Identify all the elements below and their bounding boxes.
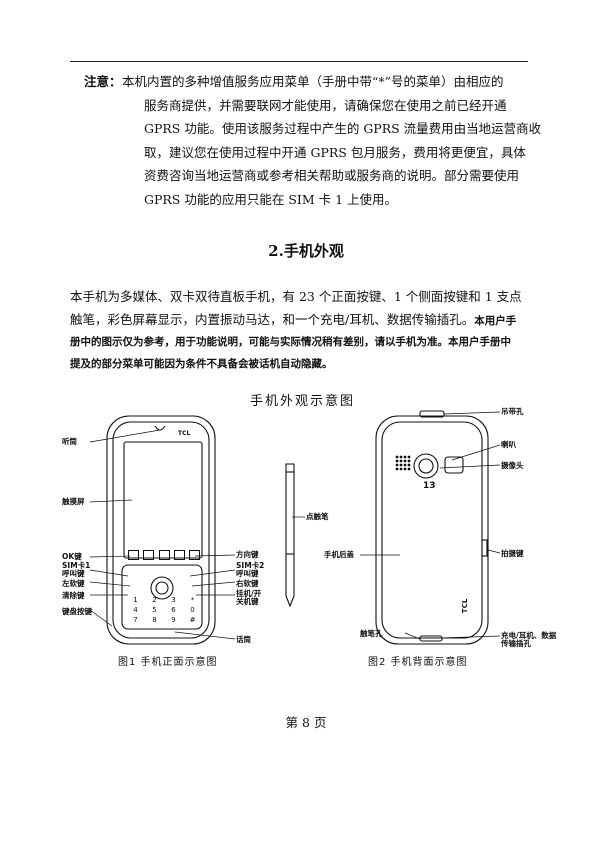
stylus-outline	[285, 463, 295, 608]
caption-front: 图1 手机正面示意图	[118, 657, 218, 668]
label-touchscreen: 触摸屏	[62, 497, 85, 506]
contacts-icon	[158, 550, 170, 560]
key-2: 2	[152, 596, 157, 604]
key-3: 3	[171, 596, 176, 604]
front-brand-logo: TCL	[178, 430, 191, 437]
label-stylus: 点触笔	[306, 512, 329, 521]
phone-drawings	[89, 410, 501, 645]
music-icon	[189, 550, 200, 560]
key-hash: #	[189, 616, 196, 624]
label-speaker: 喇叭	[501, 440, 516, 449]
label-clear-key: 清除键	[62, 591, 85, 600]
message-icon	[143, 550, 155, 560]
key-1: 1	[133, 596, 138, 604]
screen-icon-row	[128, 550, 200, 560]
key-0: 0	[190, 606, 195, 614]
header-rule	[70, 61, 528, 62]
label-sim2-call: SIM卡2 呼叫键	[236, 561, 265, 578]
label-shutter: 拍摄键	[501, 549, 524, 558]
label-keypad: 键盘按键	[62, 607, 92, 616]
label-strap-hole: 吊带孔	[501, 407, 524, 416]
phone-figure: 手机外观示意图	[60, 390, 560, 680]
section-title: 2.手机外观	[268, 242, 344, 260]
page-number: 第 8 页	[285, 715, 327, 730]
key-6: 6	[171, 606, 176, 614]
back-phone-outline	[375, 410, 489, 645]
label-back-cover: 手机后盖	[324, 550, 354, 559]
key-9: 9	[171, 616, 176, 624]
label-sim1-call: SIM卡1 呼叫键	[62, 561, 91, 578]
body-line-2b: 本用户手	[474, 315, 517, 327]
key-8: 8	[152, 616, 157, 624]
speaker-grille	[395, 455, 411, 471]
label-stylus-hole: 触笔孔	[360, 629, 383, 638]
key-7: 7	[133, 616, 138, 624]
note-line-5: 资费咨询当地运营商或参考相关帮助或服务商的说明。部分需要使用	[144, 168, 520, 183]
body-line-4: 提及的部分菜单可能因为条件不具备会被话机自动隐藏。	[70, 358, 333, 370]
label-camera: 摄像头	[501, 461, 524, 470]
body-line-3: 册中的图示仅为参考，用于功能说明，可能与实际情况稍有差别，请以手机为准。本用户手…	[70, 336, 511, 348]
label-power-end: 挂机/开 关机键	[236, 589, 262, 606]
key-4: 4	[133, 606, 138, 614]
phone-icon	[173, 550, 185, 560]
home-icon	[128, 550, 139, 560]
label-ok-key: OK键	[62, 552, 82, 561]
note-label: 注意：	[84, 74, 122, 89]
body-line-2: 触笔，彩色屏幕显示，内置振动马达，和一个充电/耳机、数据传输插孔。本用户手	[70, 309, 540, 328]
label-nav-key: 方向键	[236, 550, 259, 559]
label-right-soft: 右软键	[236, 579, 259, 588]
back-logo: 13	[423, 481, 436, 491]
key-star: *	[190, 596, 195, 604]
front-keypad: 1 2 3 * 4 5 6 0 7 8 9 #	[126, 596, 202, 624]
back-brand-logo: TCL	[461, 598, 470, 614]
note-line-2: 服务商提供，并需要联网才能使用，请确保您在使用之前已经开通	[144, 97, 507, 113]
key-5: 5	[152, 606, 157, 614]
body-line-1: 本手机为多媒体、双卡双待直板手机，有 23 个正面按键、1 个侧面按键和 1 支…	[70, 289, 522, 304]
note-line-3: GPRS 功能。使用该服务过程中产生的 GPRS 流量费用由当地运营商收	[144, 121, 542, 136]
note-line-4: 取，建议您在使用过程中开通 GPRS 包月服务，费用将更便宜，具体	[144, 144, 526, 160]
label-earpiece: 听筒	[62, 437, 77, 446]
caption-back: 图2 手机背面示意图	[368, 657, 468, 668]
note-line-6: GPRS 功能的应用只能在 SIM 卡 1 上使用。	[144, 191, 397, 207]
front-phone-outline	[106, 415, 216, 645]
figure-title: 手机外观示意图	[250, 394, 356, 409]
label-left-soft: 左软键	[62, 579, 85, 588]
body-line-2a: 触笔，彩色屏幕显示，内置振动马达，和一个充电/耳机、数据传输插孔。	[70, 312, 475, 327]
note-line-1: 本机内置的多种增值服务应用菜单（手册中带“*”号的菜单）由相应的	[122, 74, 504, 89]
label-microphone: 话筒	[236, 635, 251, 644]
label-charge-port: 充电/耳机、数据 传输插孔	[501, 631, 557, 648]
